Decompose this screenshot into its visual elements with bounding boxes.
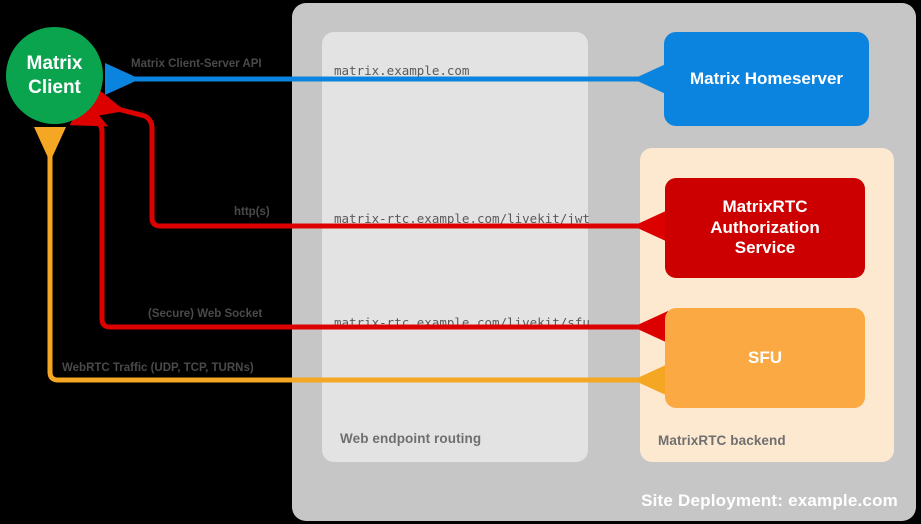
matrix-client-line2: Client [28, 76, 81, 98]
sfu-label: SFU [748, 347, 782, 367]
matrix-client-line1: Matrix [26, 53, 83, 75]
auth-service-line2: Authorization [710, 217, 820, 237]
edge-label-https: http(s) [234, 206, 270, 218]
endpoint-url-livekit-sfu: matrix-rtc.example.com/livekit/sfu [334, 315, 590, 330]
node-sfu[interactable]: SFU [665, 308, 865, 408]
auth-service-line1: MatrixRTC [722, 196, 808, 216]
matrix-homeserver-label: Matrix Homeserver [689, 68, 844, 88]
endpoint-url-livekit-jwt: matrix-rtc.example.com/livekit/jwt [334, 211, 590, 226]
node-matrixrtc-authorization-service[interactable]: MatrixRTC Authorization Service [665, 178, 865, 278]
web-endpoint-routing-label: Web endpoint routing [340, 431, 482, 446]
edge-label-client-server-api: Matrix Client-Server API [131, 58, 262, 70]
edge-label-webrtc-traffic: WebRTC Traffic (UDP, TCP, TURNs) [62, 362, 254, 374]
endpoint-url-matrix: matrix.example.com [334, 63, 470, 78]
auth-service-line3: Service [734, 238, 796, 258]
node-matrix-client[interactable]: Matrix Client [6, 27, 103, 124]
web-endpoint-routing-container: Web endpoint routing [322, 32, 588, 462]
node-matrix-homeserver[interactable]: Matrix Homeserver [664, 32, 869, 126]
site-deployment-label: Site Deployment: example.com [641, 491, 898, 510]
matrixrtc-backend-label: MatrixRTC backend [658, 433, 786, 448]
edge-label-secure-websocket: (Secure) Web Socket [148, 308, 263, 320]
